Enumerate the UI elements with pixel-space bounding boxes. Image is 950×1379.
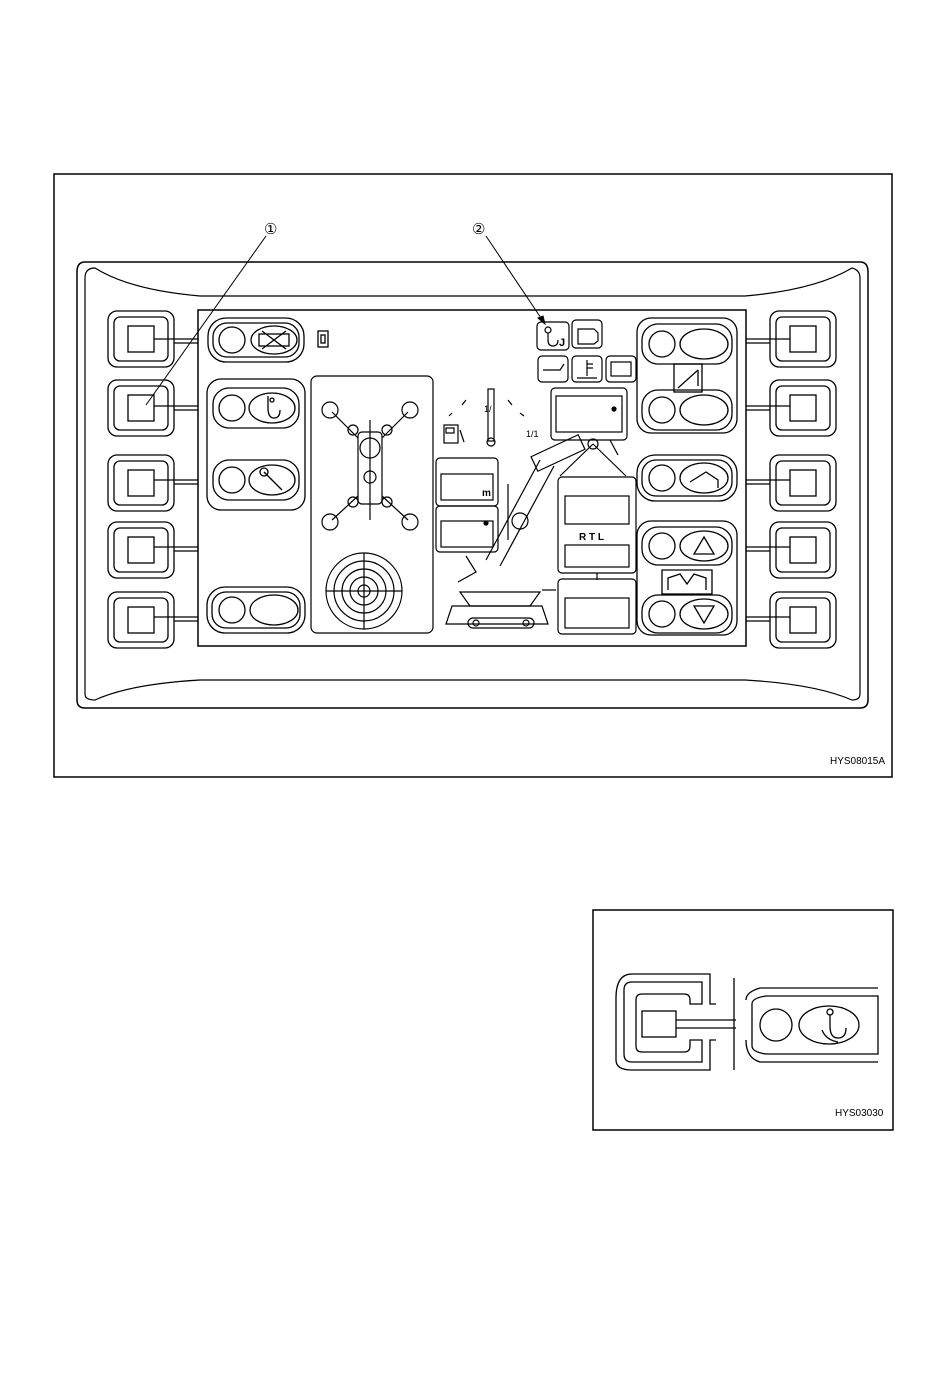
right-buttons	[746, 311, 836, 648]
figure-main: 1/ 1/1 m R T L	[0, 0, 950, 800]
callout-1-label: ①	[264, 221, 277, 238]
wrench-icon	[260, 468, 282, 490]
side-button-left-1[interactable]	[108, 311, 198, 367]
triangle-up-icon	[694, 537, 714, 554]
switch-boom-mode[interactable]	[637, 455, 737, 501]
switch-overload-release[interactable]	[208, 318, 304, 362]
gauge-half-label: 1/	[484, 404, 492, 414]
side-button-left-4[interactable]	[108, 522, 198, 578]
switch-right-2[interactable]	[642, 390, 732, 430]
switch-hook-storage[interactable]	[213, 388, 299, 428]
outrigger-display	[311, 376, 433, 633]
figure-detail-frame	[593, 910, 893, 1130]
switch-down[interactable]	[642, 595, 732, 633]
callouts: ① ②	[146, 221, 545, 405]
figure-detail: HYS03030	[0, 900, 950, 1200]
hook-icon	[268, 396, 280, 418]
oil-lamp	[538, 356, 568, 382]
side-button-right-3[interactable]	[746, 455, 836, 511]
triangle-down-icon	[694, 606, 714, 623]
hook-letter: J	[559, 337, 565, 349]
overload-icon	[259, 331, 289, 349]
detail-side-button[interactable]	[616, 974, 736, 1070]
side-button-right-5[interactable]	[746, 592, 836, 648]
rtl-display: R T L	[558, 477, 636, 634]
left-buttons	[108, 311, 198, 648]
callout-2-label: ②	[472, 221, 485, 238]
switch-maintenance[interactable]	[213, 460, 299, 500]
switch-up[interactable]	[642, 527, 732, 565]
detail-hook-icon	[822, 1009, 846, 1042]
switch-right-1[interactable]	[642, 324, 732, 364]
console-outline	[77, 262, 868, 708]
right-switch-group	[637, 318, 737, 635]
switch-blank-left[interactable]	[207, 587, 305, 633]
figure-main-id: HYS08015A	[830, 756, 885, 767]
side-button-right-1[interactable]	[746, 311, 836, 367]
boom-icon-box	[674, 364, 702, 392]
detail-hook-switch[interactable]	[746, 988, 878, 1062]
figure-detail-id: HYS03030	[835, 1108, 884, 1119]
side-button-right-4[interactable]	[746, 522, 836, 578]
side-button-left-2[interactable]	[108, 380, 198, 436]
unit-m-label: m	[482, 488, 491, 499]
console-inner-outline	[85, 268, 860, 700]
rtl-label: R T L	[579, 532, 604, 543]
small-indicator	[318, 331, 328, 347]
left-switch-group	[207, 318, 328, 633]
side-button-right-2[interactable]	[746, 380, 836, 436]
gauge-full-label: 1/1	[526, 429, 539, 439]
side-button-left-3[interactable]	[108, 455, 198, 511]
warning-lamps: J	[537, 320, 636, 382]
outrigger-set-icon	[662, 570, 712, 594]
figure-main-frame	[54, 174, 892, 777]
side-button-left-5[interactable]	[108, 592, 198, 648]
readouts: m	[436, 388, 627, 552]
fuel-gauge: 1/ 1/1	[444, 389, 539, 446]
